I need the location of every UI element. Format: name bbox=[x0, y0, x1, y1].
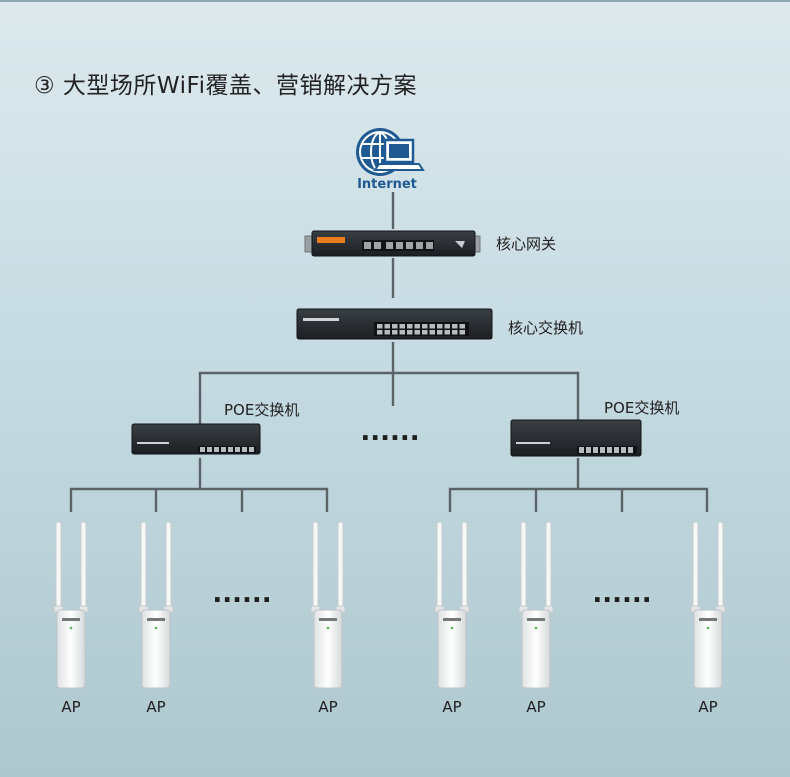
switch-port bbox=[414, 330, 420, 335]
switch-port bbox=[437, 330, 443, 335]
ap-device-2 bbox=[138, 521, 174, 689]
connection-lines bbox=[69, 192, 709, 512]
ap-label-6: AP bbox=[698, 698, 718, 716]
ap-label-3: AP bbox=[318, 698, 338, 716]
switch-port bbox=[422, 330, 428, 335]
switch-port bbox=[452, 330, 458, 335]
ap-device-1 bbox=[53, 521, 89, 689]
core-switch-label: 核心交换机 bbox=[508, 319, 584, 337]
switch-port bbox=[399, 324, 405, 329]
switch-port bbox=[422, 324, 428, 329]
ap-device-4 bbox=[434, 521, 470, 689]
ellipsis-ap-right: ...... bbox=[592, 579, 651, 609]
switch-port bbox=[452, 324, 458, 329]
ap-label-2: AP bbox=[146, 698, 166, 716]
core-switch-device bbox=[296, 308, 493, 340]
switch-port bbox=[459, 330, 465, 335]
switch-port bbox=[377, 324, 383, 329]
ap-label-1: AP bbox=[61, 698, 81, 716]
internet-label: Internet bbox=[357, 177, 417, 192]
switch-port bbox=[437, 324, 443, 329]
switch-port bbox=[444, 324, 450, 329]
switch-port bbox=[407, 330, 413, 335]
poe-switch-left-device bbox=[131, 423, 261, 455]
switch-port bbox=[377, 330, 383, 335]
top-divider bbox=[0, 0, 790, 2]
ap-device-5 bbox=[518, 521, 554, 689]
core-gateway-label: 核心网关 bbox=[496, 235, 557, 253]
poe-switch-right-label: POE交换机 bbox=[604, 399, 680, 417]
poe-switch-right-device bbox=[510, 419, 642, 457]
switch-port bbox=[414, 324, 420, 329]
switch-port bbox=[429, 330, 435, 335]
switch-port bbox=[384, 324, 390, 329]
switch-port bbox=[384, 330, 390, 335]
ap-label-5: AP bbox=[526, 698, 546, 716]
laptop-icon bbox=[373, 138, 425, 171]
switch-port bbox=[392, 324, 398, 329]
ellipsis-ap-left: ...... bbox=[212, 579, 271, 609]
poe-switch-left-label: POE交换机 bbox=[224, 401, 300, 419]
switch-port bbox=[459, 324, 465, 329]
switch-port bbox=[444, 330, 450, 335]
switch-port bbox=[429, 324, 435, 329]
ellipsis-switches: ...... bbox=[360, 417, 419, 447]
ap-device-6 bbox=[690, 521, 726, 689]
ap-label-4: AP bbox=[442, 698, 462, 716]
ap-device-3 bbox=[310, 521, 346, 689]
page-title: ③ 大型场所WiFi覆盖、营销解决方案 bbox=[34, 73, 418, 99]
switch-port bbox=[407, 324, 413, 329]
switch-port bbox=[392, 330, 398, 335]
switch-port bbox=[399, 330, 405, 335]
core-gateway-device bbox=[304, 230, 481, 257]
